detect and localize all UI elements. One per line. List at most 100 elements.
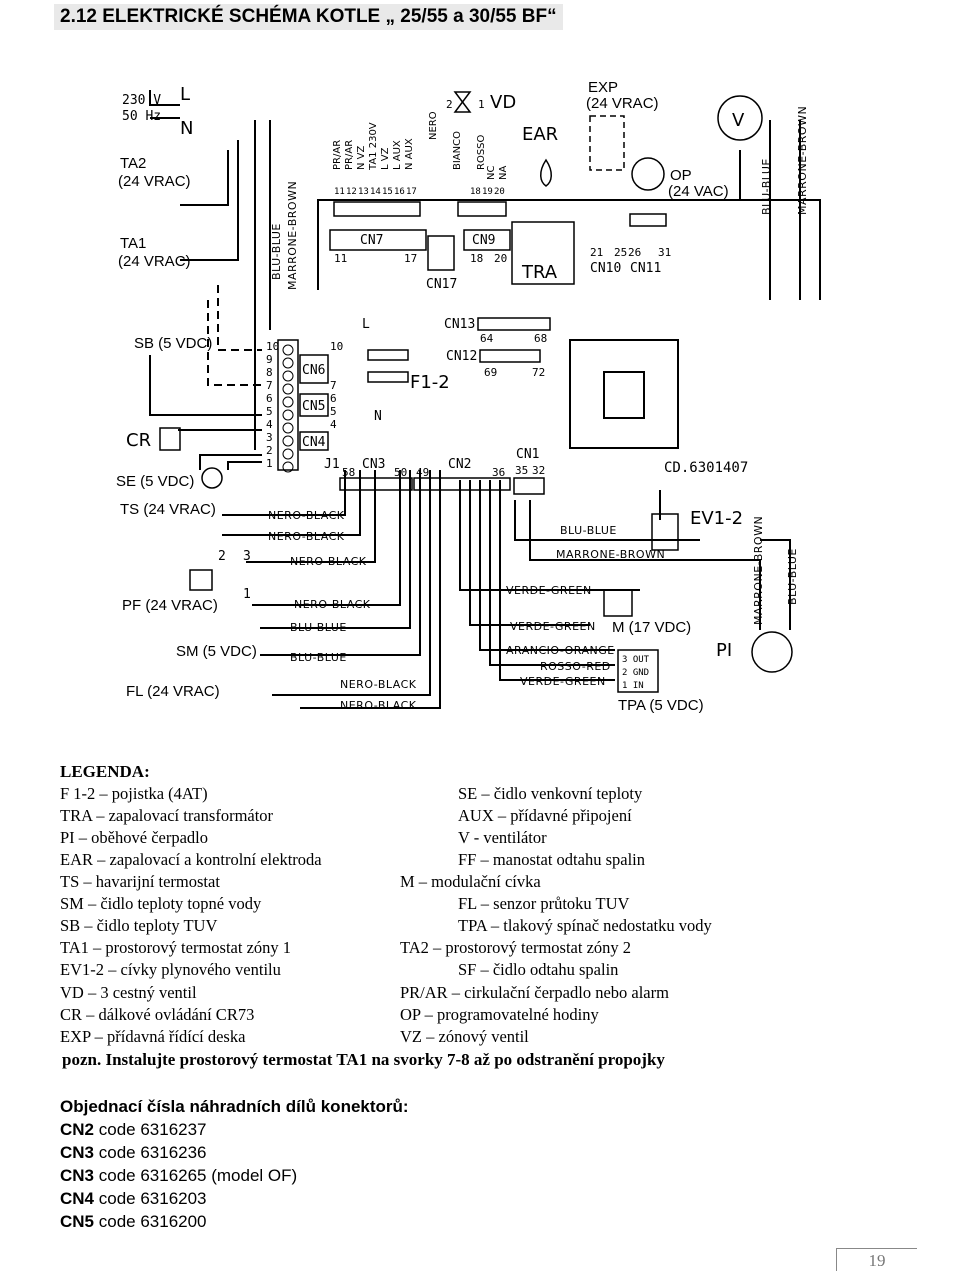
svg-text:ROSSO: ROSSO	[476, 134, 487, 170]
cn13-label: CN13	[444, 317, 475, 332]
m-label: M (17 VDC)	[612, 619, 691, 636]
ts-pin-3: 3	[243, 549, 251, 564]
cn11-label: CN11	[630, 261, 661, 276]
svg-text:8: 8	[266, 366, 273, 379]
svg-text:3 OUT: 3 OUT	[622, 655, 650, 665]
svg-text:3: 3	[266, 431, 273, 444]
wire-blu-1: BLU-BLUE	[290, 621, 347, 634]
svg-text:PR/AR: PR/AR	[332, 140, 343, 170]
cn7-label: CN7	[360, 233, 383, 248]
installation-note: pozn. Instalujte prostorový termostat TA…	[62, 1050, 665, 1069]
pf-label: PF (24 VRAC)	[122, 597, 218, 614]
part-item: CN3 code 6316236	[60, 1143, 207, 1162]
part-item: CN3 code 6316265 (model OF)	[60, 1166, 298, 1185]
svg-text:64: 64	[480, 332, 494, 345]
cn6-label: CN6	[302, 363, 325, 378]
svg-text:2: 2	[266, 444, 273, 457]
op-voltage: (24 VAC)	[668, 183, 729, 200]
ear-label: EAR	[522, 124, 558, 145]
ev12-coil-icon	[651, 513, 679, 551]
fuse-2-icon	[367, 371, 409, 383]
svg-text:6: 6	[330, 392, 337, 405]
wire-blu-3: BLU-BLUE	[560, 524, 617, 537]
ts-label: TS (24 VRAC)	[120, 501, 216, 518]
svg-text:25: 25	[614, 246, 627, 259]
wire-nero-3: NERO-BLACK	[290, 555, 367, 568]
cn6-right-pins: 10 7 6 5 4	[330, 340, 343, 431]
exp-board-icon	[589, 115, 625, 171]
svg-text:NC: NC	[486, 166, 497, 180]
cn17-label: CN17	[426, 277, 457, 292]
cn7-top-pins: 11 12 13 14 15 16 17	[334, 187, 417, 197]
svg-text:L AUX: L AUX	[392, 140, 403, 170]
svg-text:10: 10	[330, 340, 343, 353]
cn12-label: CN12	[446, 349, 477, 364]
svg-text:15: 15	[382, 187, 393, 197]
svg-text:17: 17	[406, 187, 417, 197]
vd-label: VD	[490, 92, 516, 113]
svg-text:35: 35	[515, 464, 528, 477]
wire-marrone-pump: MARRONE-BROWN	[752, 516, 765, 625]
tra-transformer-box	[511, 221, 575, 285]
wire-nero-2: NERO-BLACK	[268, 530, 345, 543]
phase-l: L	[180, 84, 190, 105]
cn12-connector	[479, 349, 541, 363]
svg-text:16: 16	[394, 187, 405, 197]
wire-nero-6: NERO-BLACK	[340, 699, 417, 712]
svg-text:5: 5	[330, 405, 337, 418]
sm-label: SM (5 VDC)	[176, 643, 257, 660]
cn1-connector	[513, 477, 545, 495]
cn10-label: CN10	[590, 261, 621, 276]
se-label: SE (5 VDC)	[116, 473, 194, 490]
ts-pin-1: 1	[243, 587, 251, 602]
svg-text:7: 7	[266, 379, 273, 392]
f12-label: F1-2	[410, 372, 450, 393]
cn6-left-pins: 10 9 8 7 6 5 4 3 2 1	[266, 340, 279, 470]
svg-text:58: 58	[342, 466, 355, 479]
wire-blu-blue-left: BLU-BLUE	[270, 223, 283, 280]
wire-marrone-1: MARRONE-BROWN	[556, 548, 665, 561]
svg-text:7: 7	[330, 379, 337, 392]
svg-text:31: 31	[658, 246, 671, 259]
svg-text:21: 21	[590, 246, 603, 259]
part-item: CN4 code 6316203	[60, 1189, 207, 1208]
svg-text:36: 36	[492, 466, 505, 479]
svg-text:N VZ: N VZ	[356, 146, 367, 171]
wire-verde-3: VERDE-GREEN	[520, 675, 606, 688]
cn9-terminal-strip	[457, 201, 507, 217]
svg-text:11: 11	[334, 187, 345, 197]
cn2-connector	[413, 477, 511, 491]
svg-text:20: 20	[494, 252, 507, 265]
svg-text:6: 6	[266, 392, 273, 405]
wire-nero-1: NERO-BLACK	[268, 509, 345, 522]
svg-text:12: 12	[346, 187, 357, 197]
wire-verde-1: VERDE-GREEN	[506, 584, 592, 597]
n-label: N	[374, 409, 382, 424]
svg-text:14: 14	[370, 187, 381, 197]
svg-text:NA: NA	[498, 166, 509, 180]
display-screen	[603, 371, 645, 419]
wire-marrone-left: MARRONE-BROWN	[286, 181, 299, 290]
svg-text:PR/AR: PR/AR	[344, 140, 355, 170]
svg-text:9: 9	[266, 353, 273, 366]
svg-text:N AUX: N AUX	[404, 138, 415, 170]
svg-text:BIANCO: BIANCO	[452, 131, 463, 170]
cn1-label: CN1	[516, 447, 539, 462]
pump-icon	[751, 631, 793, 673]
pf-switch-icon	[189, 569, 213, 591]
part-item: CN5 code 6316200	[60, 1212, 207, 1231]
svg-text:18: 18	[470, 252, 483, 265]
ta2-label: TA2	[120, 155, 146, 172]
svg-text:2: 2	[446, 98, 453, 111]
ev12-label: EV1-2	[690, 508, 743, 529]
svg-text:20: 20	[494, 187, 505, 197]
m-coil-icon	[603, 589, 633, 617]
svg-text:4: 4	[330, 418, 337, 431]
wire-rosso: ROSSO-RED	[540, 660, 611, 673]
fan-icon	[717, 95, 763, 141]
ta1-label: TA1	[120, 235, 146, 252]
legend-title: LEGENDA:	[60, 762, 150, 781]
top-terminal-labels: PR/AR PR/AR N VZ TA1 230V L VZ L AUX N A…	[332, 111, 509, 180]
tpa-sensor-box	[617, 649, 659, 693]
svg-text:L VZ: L VZ	[380, 147, 391, 170]
